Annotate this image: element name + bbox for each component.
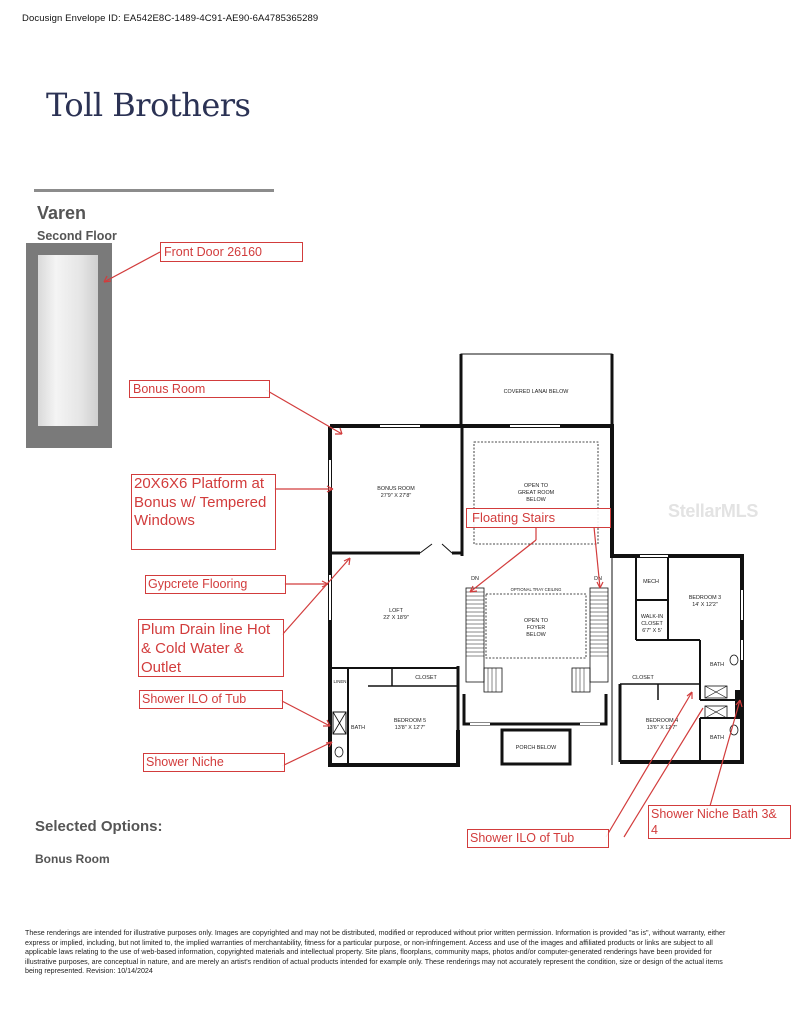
- label-bedroom5-size: 13'8" X 12'7": [395, 725, 426, 731]
- note-shower-ilo-bottom: Shower ILO of Tub: [467, 829, 609, 848]
- label-walkin-2: CLOSET: [641, 621, 663, 627]
- note-floating-stairs: Floating Stairs: [466, 508, 611, 528]
- label-open-foyer-2: FOYER: [527, 625, 546, 631]
- label-bonus-room-size: 27'9" X 27'8": [381, 493, 412, 499]
- label-open-foyer-3: BELOW: [526, 632, 546, 638]
- envelope-id: Docusign Envelope ID: EA542E8C-1489-4C91…: [22, 13, 319, 24]
- watermark: StellarMLS: [668, 501, 759, 521]
- room-labels: COVERED LANAI BELOW BONUS ROOM 27'9" X 2…: [334, 389, 725, 751]
- label-dn-right: DN: [594, 576, 602, 582]
- annotation-arrows: [103, 251, 743, 838]
- label-open-great-2: GREAT ROOM: [518, 490, 555, 496]
- label-bedroom3: BEDROOM 3: [689, 595, 721, 601]
- floor-name: Second Floor: [37, 229, 117, 243]
- porch-outline: [500, 728, 572, 766]
- label-bonus-room: BONUS ROOM: [377, 486, 415, 492]
- label-bedroom5: BEDROOM 5: [394, 718, 426, 724]
- selected-option-item: Bonus Room: [35, 852, 110, 866]
- label-open-great-1: OPEN TO: [524, 483, 548, 489]
- label-closet-b: CLOSET: [632, 675, 654, 681]
- label-loft-size: 22' X 18'9": [383, 615, 409, 621]
- label-bedroom4-size: 13'6" X 12'7": [647, 725, 678, 731]
- label-open-foyer-1: OPEN TO: [524, 618, 548, 624]
- label-walkin-3: 6'7" X 5': [642, 628, 662, 634]
- note-shower-niche-bath: Shower Niche Bath 3& 4: [648, 805, 791, 839]
- label-mech: MECH: [643, 579, 659, 585]
- door-glass-panel: [38, 255, 98, 426]
- label-bath-b: BATH: [710, 735, 724, 741]
- label-bedroom4: BEDROOM 4: [646, 718, 678, 724]
- note-gypcrete: Gypcrete Flooring: [145, 575, 286, 594]
- note-front-door: Front Door 26160: [160, 242, 303, 262]
- note-bonus-room: Bonus Room: [129, 380, 270, 398]
- label-linen: LINEN: [334, 679, 347, 684]
- label-dn-left: DN: [471, 576, 479, 582]
- selected-options-title: Selected Options:: [35, 818, 163, 835]
- outer-wall: [330, 424, 744, 764]
- toll-brothers-logo: Toll Brothers: [46, 86, 251, 124]
- label-covered-lanai: COVERED LANAI BELOW: [504, 389, 570, 395]
- note-platform: 20X6X6 Platform at Bonus w/ Tempered Win…: [131, 474, 276, 550]
- label-tray-ceiling: OPTIONAL TRAY CEILING: [511, 587, 562, 592]
- plan-name: Varen: [37, 203, 87, 223]
- label-closet-a: CLOSET: [415, 675, 437, 681]
- label-porch: PORCH BELOW: [516, 745, 557, 751]
- disclaimer-text: These renderings are intended for illust…: [25, 929, 726, 976]
- note-plum-drain: Plum Drain line Hot & Cold Water & Outle…: [138, 619, 284, 677]
- note-shower-ilo-left: Shower ILO of Tub: [139, 690, 283, 709]
- label-bath-a: BATH: [710, 662, 724, 668]
- label-walkin-1: WALK-IN: [641, 614, 663, 620]
- label-bath-c: BATH: [351, 725, 365, 731]
- header-rule: [34, 189, 274, 192]
- label-loft: LOFT: [389, 608, 403, 614]
- label-bedroom3-size: 14' X 12'2": [692, 602, 718, 608]
- label-open-great-3: BELOW: [526, 497, 546, 503]
- note-shower-niche: Shower Niche: [143, 753, 285, 772]
